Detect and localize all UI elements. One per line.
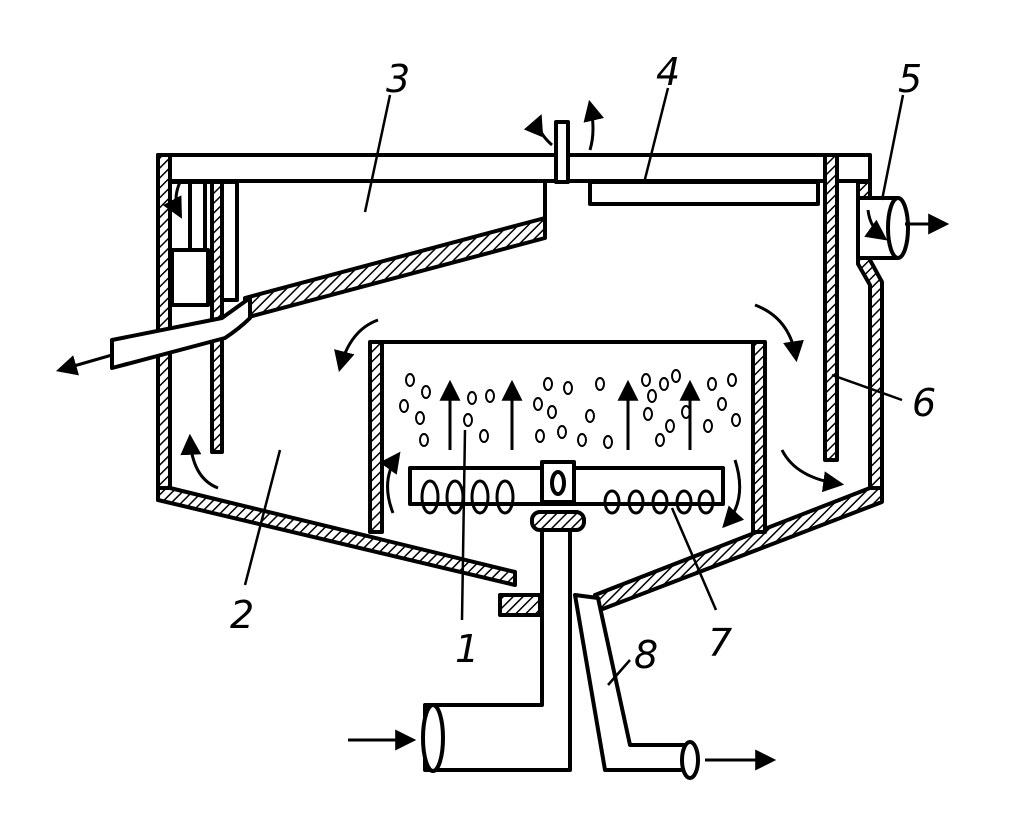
- rotor-hub: [540, 460, 576, 504]
- label-2: 2: [230, 593, 254, 637]
- shaft-top: [554, 120, 570, 184]
- label-7: 7: [708, 621, 732, 665]
- coils-left: [420, 479, 515, 515]
- flow-arrows: [55, 99, 950, 771]
- bottom-plate-right: [593, 486, 884, 612]
- inner-wall-right: [751, 340, 767, 534]
- left-chamber: [170, 180, 239, 302]
- discharge-pipe-left: [110, 296, 252, 370]
- top-lid: [156, 153, 872, 183]
- label-3: 3: [386, 57, 410, 101]
- label-8: 8: [634, 633, 658, 677]
- label-5: 5: [898, 57, 922, 101]
- inner-wall-left: [368, 340, 384, 534]
- bearing: [530, 510, 586, 532]
- label-6: 6: [912, 381, 936, 425]
- plate-4: [588, 180, 820, 206]
- coils-right: [603, 489, 715, 515]
- tailing-pipe: [573, 593, 692, 772]
- label-4: 4: [656, 50, 680, 94]
- bubbles: [399, 369, 741, 449]
- label-1: 1: [455, 627, 479, 671]
- bottom-plate-left: [156, 486, 517, 587]
- bottom-flange: [498, 593, 542, 617]
- right-baffle: [823, 153, 839, 462]
- froth-launder: [243, 216, 547, 320]
- leader-lines: [243, 87, 905, 686]
- left-chamber-inner: [170, 248, 210, 307]
